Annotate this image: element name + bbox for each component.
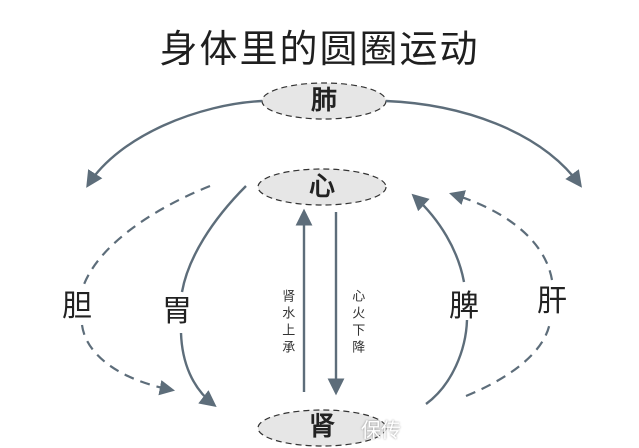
gallbladder-label: 胆 [62, 289, 92, 324]
heart-label: 心 [309, 172, 336, 202]
heart-node [257, 168, 387, 206]
heart-fire-down-label: 心火下降 [349, 289, 365, 357]
spleen-label: 脾 [449, 289, 479, 324]
lung-to-right-arrow [385, 99, 582, 188]
liver-lower-dashed [465, 321, 552, 398]
lung-to-left-arrow [86, 99, 263, 188]
spleen-lower-line [425, 319, 469, 405]
liver-upper-dashed-arrow [449, 190, 554, 281]
kidney-label: 肾 [309, 412, 336, 442]
watermark-text: 保传 [361, 418, 401, 442]
kidney-node [257, 409, 387, 447]
kidney-water-up-label: 肾水上承 [279, 289, 295, 357]
liver-label: 肝 [537, 284, 567, 319]
stomach-label: 胃 [162, 294, 192, 329]
gallbladder-upper-dashed [80, 184, 211, 291]
gallbladder-lower-dashed-arrow [80, 324, 176, 396]
diagram-title: 身体里的圆圈运动 [159, 27, 480, 71]
spleen-upper-arrow [411, 193, 466, 283]
stomach-upper-line [180, 185, 247, 293]
lung-label: 肺 [311, 86, 338, 116]
stomach-lower-arrow [179, 332, 217, 408]
